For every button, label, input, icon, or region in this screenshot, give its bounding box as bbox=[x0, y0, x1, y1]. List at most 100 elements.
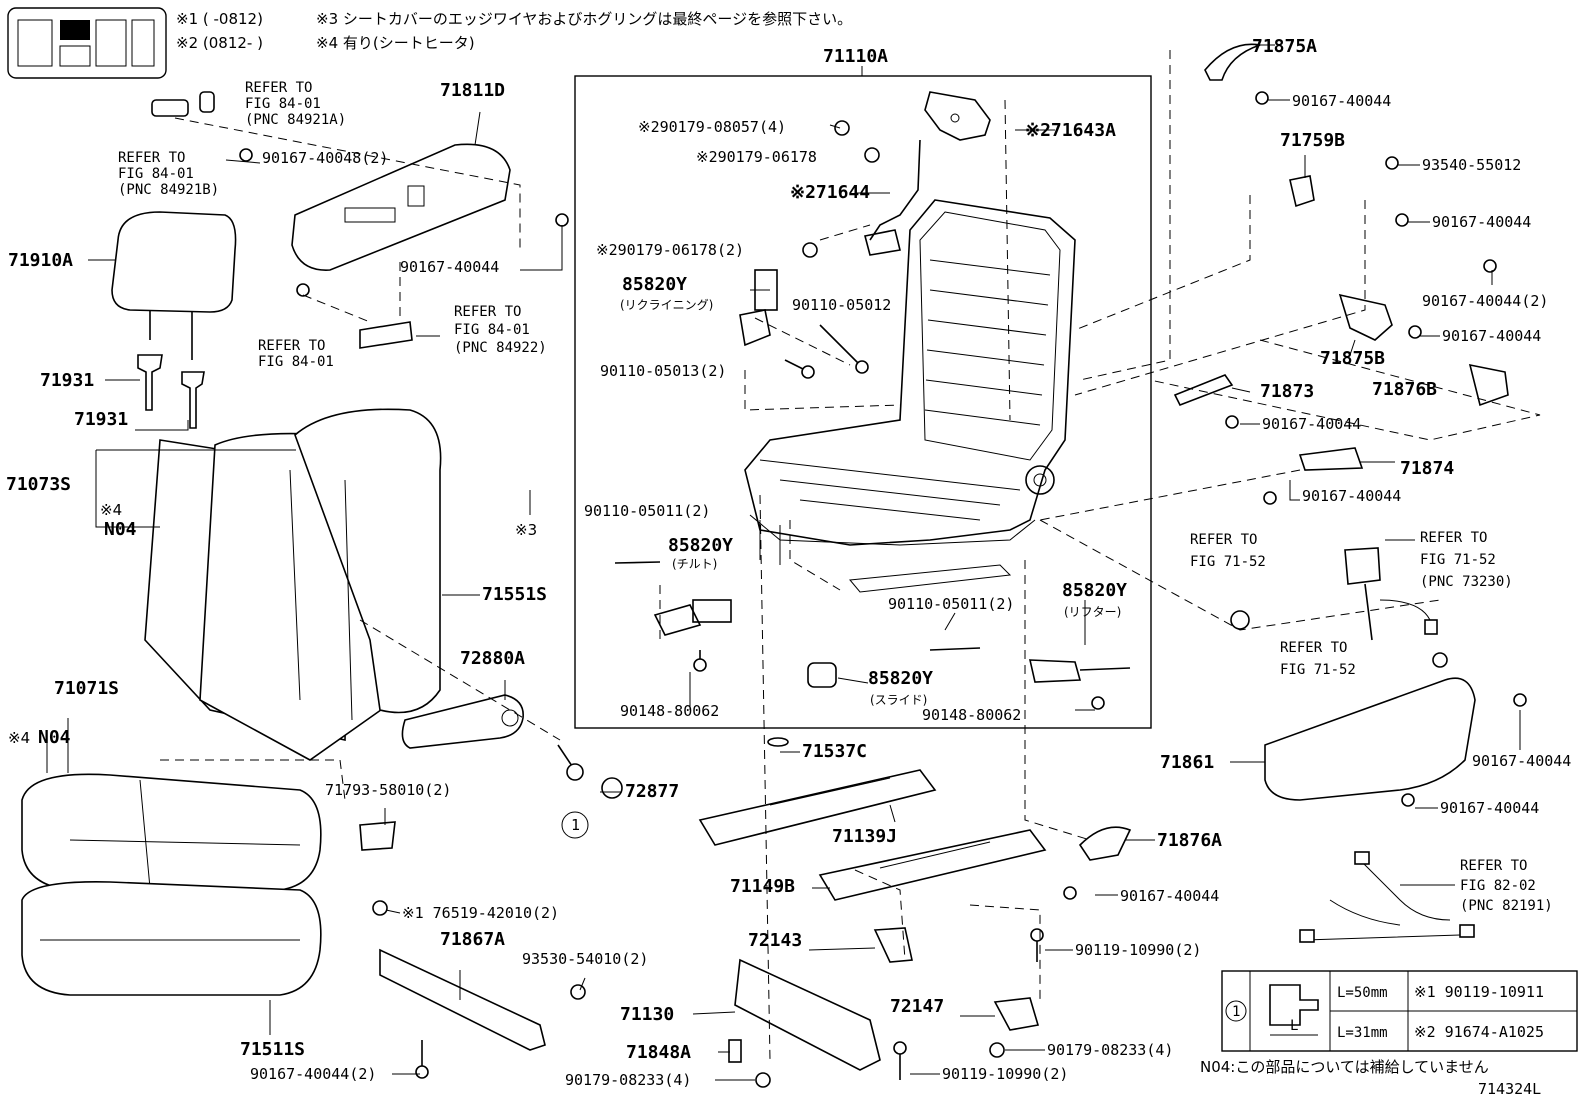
label-90167-40048: 90167-40048(2) bbox=[262, 149, 388, 167]
guide-71931-b bbox=[181, 371, 205, 429]
motor-85820Y-tilt bbox=[614, 561, 732, 672]
collar-71848A bbox=[728, 1039, 742, 1063]
label-90179-06178-b: ※290179-06178(2) bbox=[596, 241, 744, 259]
label-90167-40044-d: 90167-40044 bbox=[1262, 415, 1361, 433]
label-ref-8202-3: (PNC 82191) bbox=[1460, 898, 1553, 914]
cap-fig7152 bbox=[1230, 610, 1448, 668]
label-90167-40044-g: 90167-40044 bbox=[1440, 799, 1539, 817]
label-90167-40044-b: 90167-40044 bbox=[1432, 213, 1531, 231]
guide-71931-a bbox=[137, 354, 163, 411]
label-71139J: 71139J bbox=[832, 826, 897, 847]
label-ref-7152-b-1: REFER TO bbox=[1420, 530, 1487, 546]
footer-n04-note: N04:この部品については補給していません bbox=[1200, 1058, 1489, 1076]
header-note-3: ※3 シートカバーのエッジワイヤおよびホグリングは最終ページを参照下さい。 bbox=[316, 10, 852, 28]
legend-row2-len: L=31mm bbox=[1337, 1025, 1388, 1041]
label-90167-40044-2a: 90167-40044(2) bbox=[1422, 292, 1548, 310]
label-90148-80062-b: 90148-80062 bbox=[922, 706, 1021, 724]
label-n04-a: N04 bbox=[104, 519, 137, 540]
bolt-90119-10990-b bbox=[893, 1041, 907, 1080]
label-71874: 71874 bbox=[1400, 458, 1454, 479]
nut-90179-08233-b bbox=[755, 1072, 771, 1088]
label-85820Y-a: 85820Y bbox=[622, 274, 687, 295]
label-ref-7152-b-3: (PNC 73230) bbox=[1420, 574, 1513, 590]
switch-bracket bbox=[359, 321, 413, 349]
label-ref-8401-d-2: FIG 84-01 bbox=[454, 322, 530, 338]
header-note-1: ※1 ( -0812) bbox=[176, 10, 263, 28]
label-star4-a: ※4 bbox=[100, 501, 122, 519]
label-85820Y-d-sub: (スライド) bbox=[870, 693, 927, 707]
label-ref-7152-c-1: REFER TO bbox=[1280, 640, 1347, 656]
rail-71130 bbox=[734, 958, 881, 1071]
bracket-72143 bbox=[873, 927, 913, 963]
seatbelt-buckle bbox=[1344, 547, 1438, 641]
label-76519: ※1 76519-42010(2) bbox=[402, 904, 559, 922]
harness-71644 bbox=[864, 139, 921, 256]
label-71875B: 71875B bbox=[1320, 348, 1385, 369]
label-71537C: 71537C bbox=[802, 741, 867, 762]
bracket-71643A bbox=[924, 91, 991, 141]
label-90167-40044-2b: 90167-40044(2) bbox=[250, 1065, 376, 1083]
label-72877: 72877 bbox=[625, 781, 679, 802]
wire-harness-82191 bbox=[1299, 851, 1475, 943]
cover-71759B bbox=[1289, 175, 1315, 208]
label-ref-8401-b-2: FIG 84-01 bbox=[118, 166, 194, 182]
label-90167-40044-e: 90167-40044 bbox=[1302, 487, 1401, 505]
motor-85820Y-slide bbox=[807, 662, 837, 688]
label-ref-8401-c-2: FIG 84-01 bbox=[258, 354, 334, 370]
rail-71139J bbox=[698, 769, 937, 846]
label-85820Y-b: 85820Y bbox=[668, 535, 733, 556]
legend-row2-part: ※2 91674-A1025 bbox=[1414, 1023, 1544, 1041]
bolt-90119-10990-a bbox=[1030, 928, 1044, 962]
header-note-2: ※2 (0812- ) bbox=[176, 34, 263, 52]
clip-71793 bbox=[359, 821, 396, 851]
legend-table: 1 L L=50mm ※1 90119-10911 L=31mm ※2 9167… bbox=[1221, 970, 1578, 1052]
label-71848A: 71848A bbox=[626, 1042, 691, 1063]
label-ref-8401-c-1: REFER TO bbox=[258, 338, 325, 354]
headrest-71910A bbox=[111, 211, 237, 360]
seat-frame bbox=[744, 199, 1076, 593]
label-ref-8401-b-3: (PNC 84921B) bbox=[118, 182, 219, 198]
label-93530-54010: 93530-54010(2) bbox=[522, 950, 648, 968]
label-85820Y-d: 85820Y bbox=[868, 668, 933, 689]
label-90179-06178-a: ※290179-06178 bbox=[696, 148, 817, 166]
spacer-71537C bbox=[767, 737, 789, 747]
label-85820Y-a-sub: (リクライニング) bbox=[620, 298, 713, 312]
label-71876A: 71876A bbox=[1157, 830, 1222, 851]
label-ref-7152-a-2: FIG 71-52 bbox=[1190, 554, 1266, 570]
screw-93530 bbox=[570, 984, 586, 1000]
label-71867A: 71867A bbox=[440, 929, 505, 950]
knob-72880A bbox=[401, 694, 524, 749]
label-71643A: ※271643A bbox=[1025, 120, 1116, 141]
label-star4-b: ※4 bbox=[8, 729, 30, 747]
bracket-71876A bbox=[1078, 826, 1132, 861]
bolt-90110-05013 bbox=[784, 359, 815, 379]
label-circle1: 1 bbox=[571, 816, 580, 834]
label-90167-40044-f: 90167-40044 bbox=[1472, 752, 1571, 770]
label-71073S: 71073S bbox=[6, 474, 71, 495]
label-85820Y-c: 85820Y bbox=[1062, 580, 1127, 601]
switch-knob bbox=[151, 91, 215, 117]
label-71511S: 71511S bbox=[240, 1039, 305, 1060]
label-ref-8202-2: FIG 82-02 bbox=[1460, 878, 1536, 894]
label-n04-b: N04 bbox=[38, 727, 71, 748]
clip-76519 bbox=[372, 900, 388, 916]
bracket-71873 bbox=[1173, 374, 1234, 407]
label-71071S: 71071S bbox=[54, 678, 119, 699]
bracket-71876B bbox=[1468, 363, 1509, 407]
cap-72877 bbox=[601, 777, 623, 799]
rail-71149B bbox=[818, 829, 1047, 901]
label-85820Y-b-sub: (チルト) bbox=[672, 557, 717, 571]
label-90167-40044-h: 90167-40044 bbox=[1120, 887, 1219, 905]
screw-90167-40044-2 bbox=[415, 1040, 429, 1079]
seat-cushion-cover-71071S bbox=[21, 773, 322, 891]
nut-90179-08233-a bbox=[989, 1042, 1005, 1058]
label-71910A: 71910A bbox=[8, 250, 73, 271]
bolt-circle1 bbox=[557, 744, 589, 839]
label-90110-05012: 90110-05012 bbox=[792, 296, 891, 314]
label-ref-7152-a-1: REFER TO bbox=[1190, 532, 1257, 548]
label-star3: ※3 bbox=[515, 521, 537, 539]
label-72880A: 72880A bbox=[460, 648, 525, 669]
label-71110A: 71110A bbox=[823, 46, 888, 67]
bracket-71874 bbox=[1298, 447, 1364, 471]
bracket-72147 bbox=[993, 997, 1040, 1031]
